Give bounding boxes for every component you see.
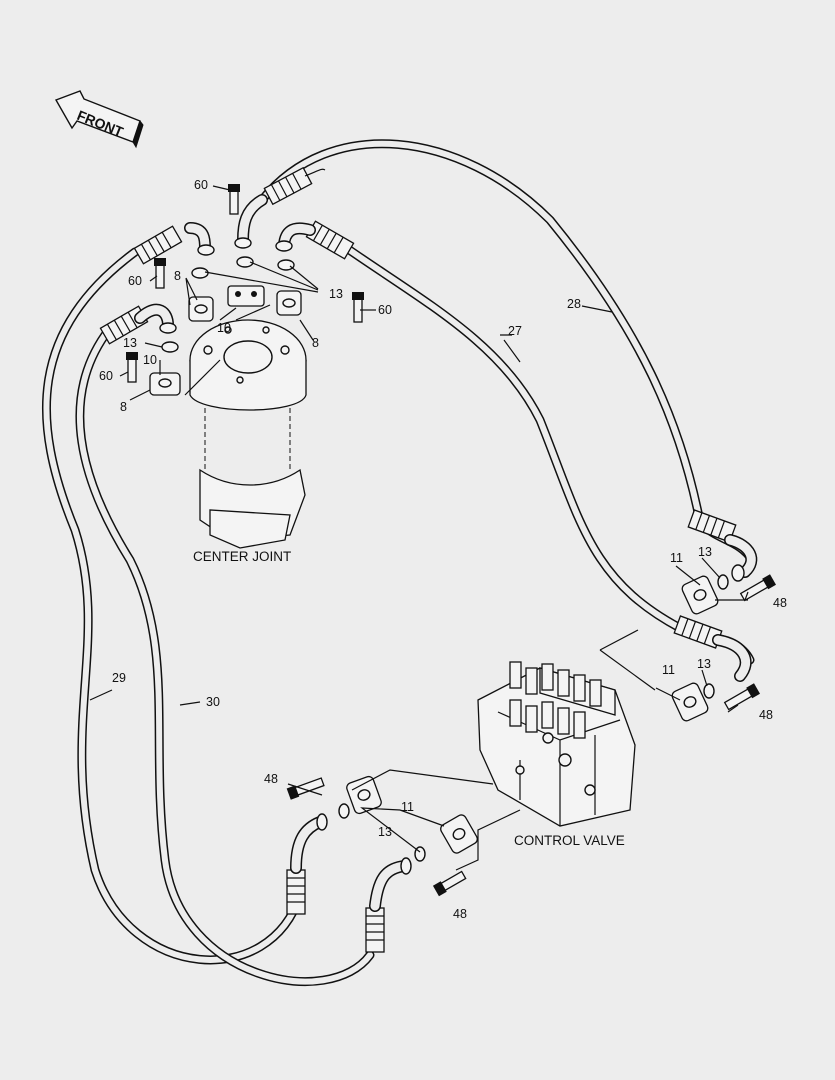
callout-8: 8 [312,336,319,350]
hose-ferrules [99,166,737,953]
callout-11: 11 [662,663,675,677]
o-rings [161,256,729,862]
callout-27: 27 [508,324,522,338]
callout-10: 10 [143,353,157,367]
callout-48: 48 [759,708,773,722]
front-arrow: FRONT [54,90,144,149]
callout-28: 28 [567,297,581,311]
leader-lines [89,185,749,871]
cv-flanges [346,575,719,854]
callout-13: 13 [698,545,712,559]
control-valve-caption: CONTROL VALVE [514,833,625,848]
center-joint-caption: CENTER JOINT [193,549,291,564]
center-joint [189,319,307,549]
hose-28 [257,139,757,565]
callout-30: 30 [206,695,220,709]
callout-48: 48 [773,596,787,610]
callouts: 60 60 60 60 8 8 8 10 10 13 13 13 13 13 2… [99,178,787,921]
elbow-tubes [134,194,758,912]
bolts [126,184,776,897]
callout-8: 8 [120,400,127,414]
callout-8: 8 [174,269,181,283]
hose-30 [75,330,375,987]
callout-13: 13 [378,825,392,839]
callout-13: 13 [329,287,343,301]
callout-13: 13 [123,336,137,350]
callout-29: 29 [112,671,126,685]
callout-60: 60 [194,178,208,192]
split-flanges [149,285,302,396]
hose-29 [42,247,305,965]
callout-60: 60 [128,274,142,288]
callout-60: 60 [378,303,392,317]
callout-48: 48 [264,772,278,786]
control-valve [477,661,636,827]
callout-13: 13 [697,657,711,671]
callout-48: 48 [453,907,467,921]
callout-11: 11 [401,800,414,814]
callout-11: 11 [670,551,683,565]
callout-10: 10 [217,321,231,335]
callout-60: 60 [99,369,113,383]
